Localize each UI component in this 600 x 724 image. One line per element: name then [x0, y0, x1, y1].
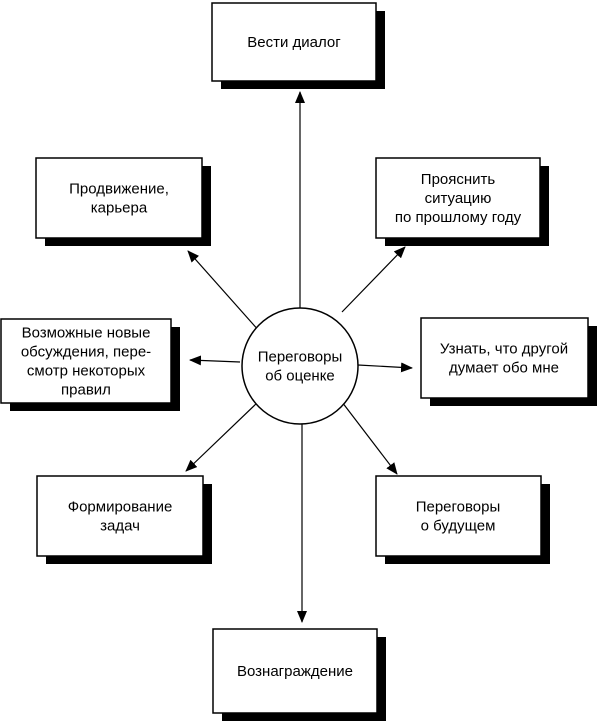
- text-line: думает обо мне: [449, 360, 559, 377]
- text-line: Переговоры: [416, 499, 501, 516]
- text-line: обсуждения, пере-: [21, 344, 151, 361]
- center-node: Переговоры об оценке: [241, 307, 359, 425]
- box-top-right: Прояснить ситуацию по прошлому году: [375, 157, 549, 246]
- text-line: об оценке: [265, 368, 335, 385]
- box-bottom-left-label: Формирование задач: [68, 499, 173, 535]
- box-bottom-label: Вознаграждение: [237, 663, 353, 680]
- text-line: смотр некоторых: [27, 363, 146, 380]
- text-line: Вести диалог: [247, 34, 341, 51]
- box-top-left: Продвижение, карьера: [35, 157, 211, 246]
- text-line: о будущем: [421, 518, 496, 535]
- center-label: Переговоры об оценке: [258, 349, 343, 385]
- arrow-to-bottom-right: [341, 401, 398, 475]
- text-line: Формирование: [68, 499, 173, 516]
- text-line: ситуацию: [425, 190, 492, 207]
- box-top-left-label: Продвижение, карьера: [69, 181, 169, 217]
- arrow-to-top-left: [187, 250, 261, 333]
- text-line: Узнать, что другой: [440, 341, 568, 358]
- text-line: Возможные новые: [22, 325, 151, 342]
- text-line: Вознаграждение: [237, 663, 353, 680]
- box-top-right-label: Прояснить ситуацию по прошлому году: [395, 171, 522, 226]
- box-bottom-right: Переговоры о будущем: [375, 475, 550, 564]
- arrow-to-right: [357, 362, 413, 373]
- arrows: [185, 91, 413, 623]
- text-line: по прошлому году: [395, 209, 522, 226]
- text-line: Продвижение,: [69, 181, 169, 198]
- arrow-to-top-right: [341, 246, 406, 313]
- text-line: Прояснить: [421, 171, 496, 188]
- box-bottom: Вознаграждение: [212, 628, 386, 721]
- box-bottom-right-label: Переговоры о будущем: [416, 499, 501, 535]
- box-left-label: Возможные новые обсуждения, пере-смотр не…: [21, 325, 151, 399]
- arrow-to-bottom-left: [185, 401, 259, 472]
- text-line: карьера: [91, 200, 148, 217]
- text-line: Переговоры: [258, 349, 343, 366]
- box-top: Вести диалог: [211, 2, 385, 89]
- text-line: задач: [100, 518, 140, 535]
- box-right-label: Узнать, что другой думает обо мне: [440, 341, 568, 377]
- box-bottom-left: Формирование задач: [36, 475, 212, 564]
- box-left: Возможные новые обсуждения, пере-смотр не…: [0, 318, 180, 411]
- text-line: правил: [61, 382, 111, 399]
- arrow-to-left: [189, 355, 241, 366]
- box-top-label: Вести диалог: [247, 34, 341, 51]
- box-right: Узнать, что другой думает обо мне: [420, 317, 597, 406]
